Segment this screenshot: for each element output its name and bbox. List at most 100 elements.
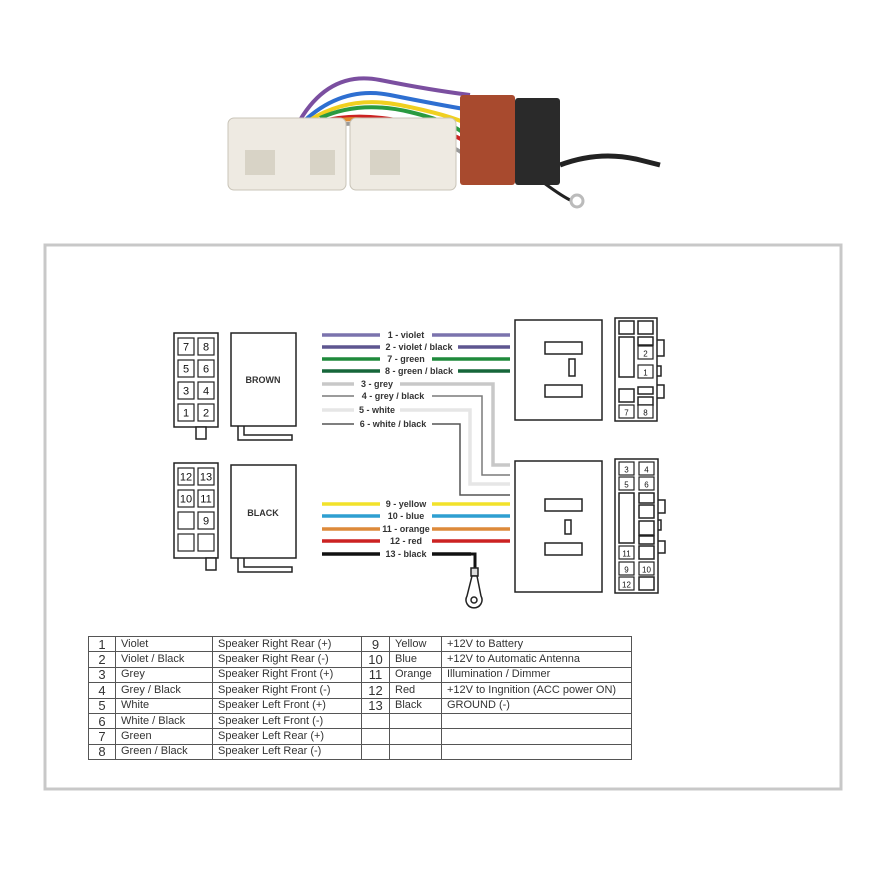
wire-label: 6 - white / black: [360, 419, 428, 429]
table-cell: Speaker Right Rear (+): [212, 635, 362, 653]
table-cell: [361, 712, 390, 730]
table-cell: 8: [88, 743, 116, 761]
right-pin: [638, 461, 655, 476]
table-cell: GROUND (-): [441, 697, 632, 714]
table-cell: White: [115, 697, 213, 714]
wire-label: 13 - black: [385, 549, 427, 559]
table-cell: Speaker Left Front (-): [212, 712, 362, 730]
left-pin: [177, 337, 195, 356]
table-cell: 12: [361, 682, 390, 699]
wire-label: 9 - yellow: [386, 499, 428, 509]
right-pin: [618, 545, 635, 560]
left-pin-number: 13: [200, 472, 212, 484]
left-pin: [197, 381, 215, 400]
table-cell: Speaker Right Front (+): [212, 666, 362, 684]
table-cell: [441, 743, 632, 761]
wire-label: 12 - red: [390, 536, 422, 546]
left-pin-number: 4: [203, 386, 209, 398]
left-pin-number: 10: [180, 494, 192, 506]
left-pin-number: 12: [180, 472, 192, 484]
table-cell: Speaker Right Front (-): [212, 682, 362, 699]
wire-11: 11 - orange: [322, 524, 510, 534]
right-pin: [637, 364, 654, 379]
black-plug-label: BLACK: [247, 508, 279, 518]
left-pin-number: 1: [183, 408, 189, 420]
right-pin-number: 8: [643, 409, 648, 418]
table-cell: [389, 743, 442, 761]
wire-6: 4 - grey / black: [322, 391, 510, 476]
wire-label: 3 - grey: [361, 379, 393, 389]
left-pin: [177, 403, 195, 422]
right-pin: [618, 576, 635, 591]
table-cell: [441, 728, 632, 745]
left-pin: [197, 403, 215, 422]
right-pin-number: 10: [642, 566, 651, 575]
table-cell: [441, 712, 632, 730]
right-pin-number: 6: [644, 481, 649, 490]
wire-label: 8 - green / black: [385, 366, 454, 376]
table-cell: 1: [88, 635, 116, 653]
table-cell: Black: [389, 697, 442, 714]
car-connector-bottom: [514, 460, 603, 593]
left-pin-number: 2: [203, 408, 209, 420]
left-pin: [177, 533, 195, 552]
wire-label: 2 - violet / black: [385, 342, 453, 352]
table-cell: 5: [88, 697, 116, 714]
table-cell: [389, 712, 442, 730]
wire-4: 8 - green / black: [322, 366, 510, 376]
table-cell: [361, 728, 390, 745]
right-pin-number: 7: [624, 409, 629, 418]
table-cell: 6: [88, 712, 116, 730]
left-pin: [177, 359, 195, 378]
right-pin-number: 2: [643, 350, 648, 359]
left-pin: [197, 337, 215, 356]
right-pin-number: 11: [622, 550, 631, 559]
left-pin: [197, 359, 215, 378]
right-pin: [618, 476, 635, 491]
brown-plug-label: BROWN: [246, 375, 281, 385]
left-pin: [177, 381, 195, 400]
left-pin-number: 3: [183, 386, 189, 398]
table-cell: +12V to Ingnition (ACC power ON): [441, 682, 632, 699]
wire-label: 4 - grey / black: [362, 391, 426, 401]
table-cell: Grey / Black: [115, 682, 213, 699]
table-cell: [389, 728, 442, 745]
table-cell: Green / Black: [115, 743, 213, 761]
right-pin: [618, 461, 635, 476]
table-cell: Speaker Left Front (+): [212, 697, 362, 714]
table-cell: Violet: [115, 635, 213, 653]
wire-2: 2 - violet / black: [322, 342, 510, 352]
table-cell: Speaker Right Rear (-): [212, 651, 362, 668]
table-cell: 9: [361, 635, 390, 653]
left-pin: [177, 489, 195, 508]
left-pin: [197, 467, 215, 486]
wire-8: 6 - white / black: [322, 419, 510, 496]
wire-13: 13 - black: [322, 549, 471, 559]
right-pin: [638, 476, 655, 491]
table-cell: Orange: [389, 666, 442, 684]
brown-plug: [230, 332, 297, 427]
left-pin-number: 7: [183, 342, 189, 354]
table-cell: 4: [88, 682, 116, 699]
wire-label: 1 - violet: [388, 330, 425, 340]
left-pin: [197, 489, 215, 508]
table-cell: Violet / Black: [115, 651, 213, 668]
table-cell: +12V to Battery: [441, 635, 632, 653]
black-plug: [230, 464, 297, 559]
right-pin-number: 3: [624, 466, 629, 475]
wire-7: 5 - white: [322, 405, 510, 486]
table-cell: Speaker Left Rear (+): [212, 728, 362, 745]
table-cell: 2: [88, 651, 116, 668]
right-pin-number: 1: [643, 369, 648, 378]
wire-10: 10 - blue: [322, 511, 510, 521]
table-cell: Illumination / Dimmer: [441, 666, 632, 684]
right-pin: [637, 404, 654, 419]
wire-label: 11 - orange: [382, 524, 430, 534]
table-cell: Speaker Left Rear (-): [212, 743, 362, 761]
